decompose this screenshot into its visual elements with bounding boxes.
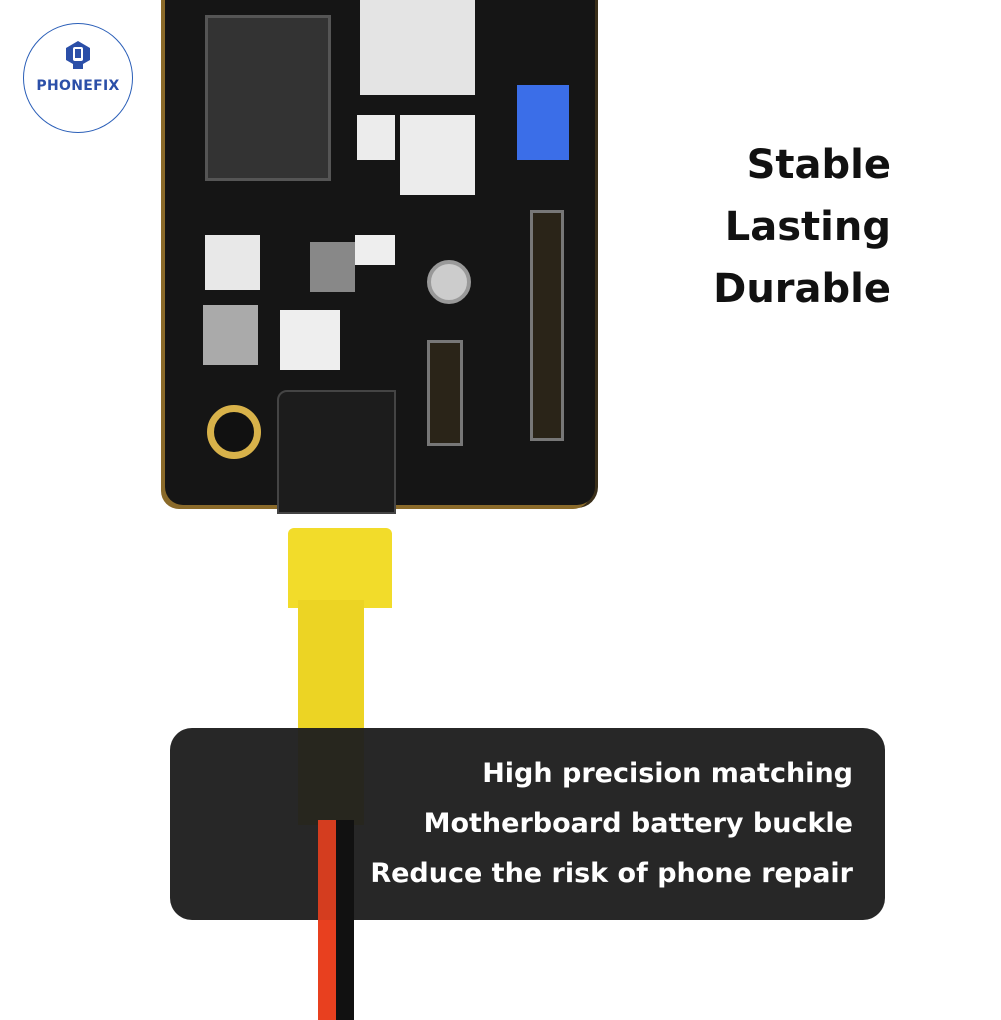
brand-name: PHONEFIX [36, 78, 120, 94]
chip [280, 310, 340, 370]
fpc-connector [427, 340, 463, 446]
black-wire-over-panel [336, 820, 354, 1020]
brand-logo: PHONEFIX [23, 23, 133, 133]
red-wire-over-panel [318, 820, 336, 1020]
wrench-phone-icon [66, 41, 90, 69]
gold-mount-hole [207, 405, 261, 459]
chip [357, 115, 395, 160]
headline-line: Stable [746, 142, 891, 188]
motherboard-image [165, 0, 595, 514]
headline-line: Lasting [724, 204, 891, 250]
battery-buckle [277, 390, 396, 514]
chip [355, 235, 395, 265]
feature-text: Reduce the risk of phone repair [370, 858, 853, 889]
cpu-chip [205, 15, 331, 181]
chip [203, 305, 258, 365]
feature-text: High precision matching [482, 758, 853, 789]
chip [310, 242, 355, 292]
yellow-connector [288, 528, 392, 608]
chip [400, 115, 475, 195]
feature-panel: High precision matching Motherboard batt… [170, 728, 885, 920]
screw [427, 260, 471, 304]
feature-text: Motherboard battery buckle [423, 808, 853, 839]
blue-chip [517, 85, 569, 160]
fpc-connector [530, 210, 564, 441]
chip [205, 235, 260, 290]
headline-line: Durable [713, 266, 891, 312]
chip [360, 0, 475, 95]
